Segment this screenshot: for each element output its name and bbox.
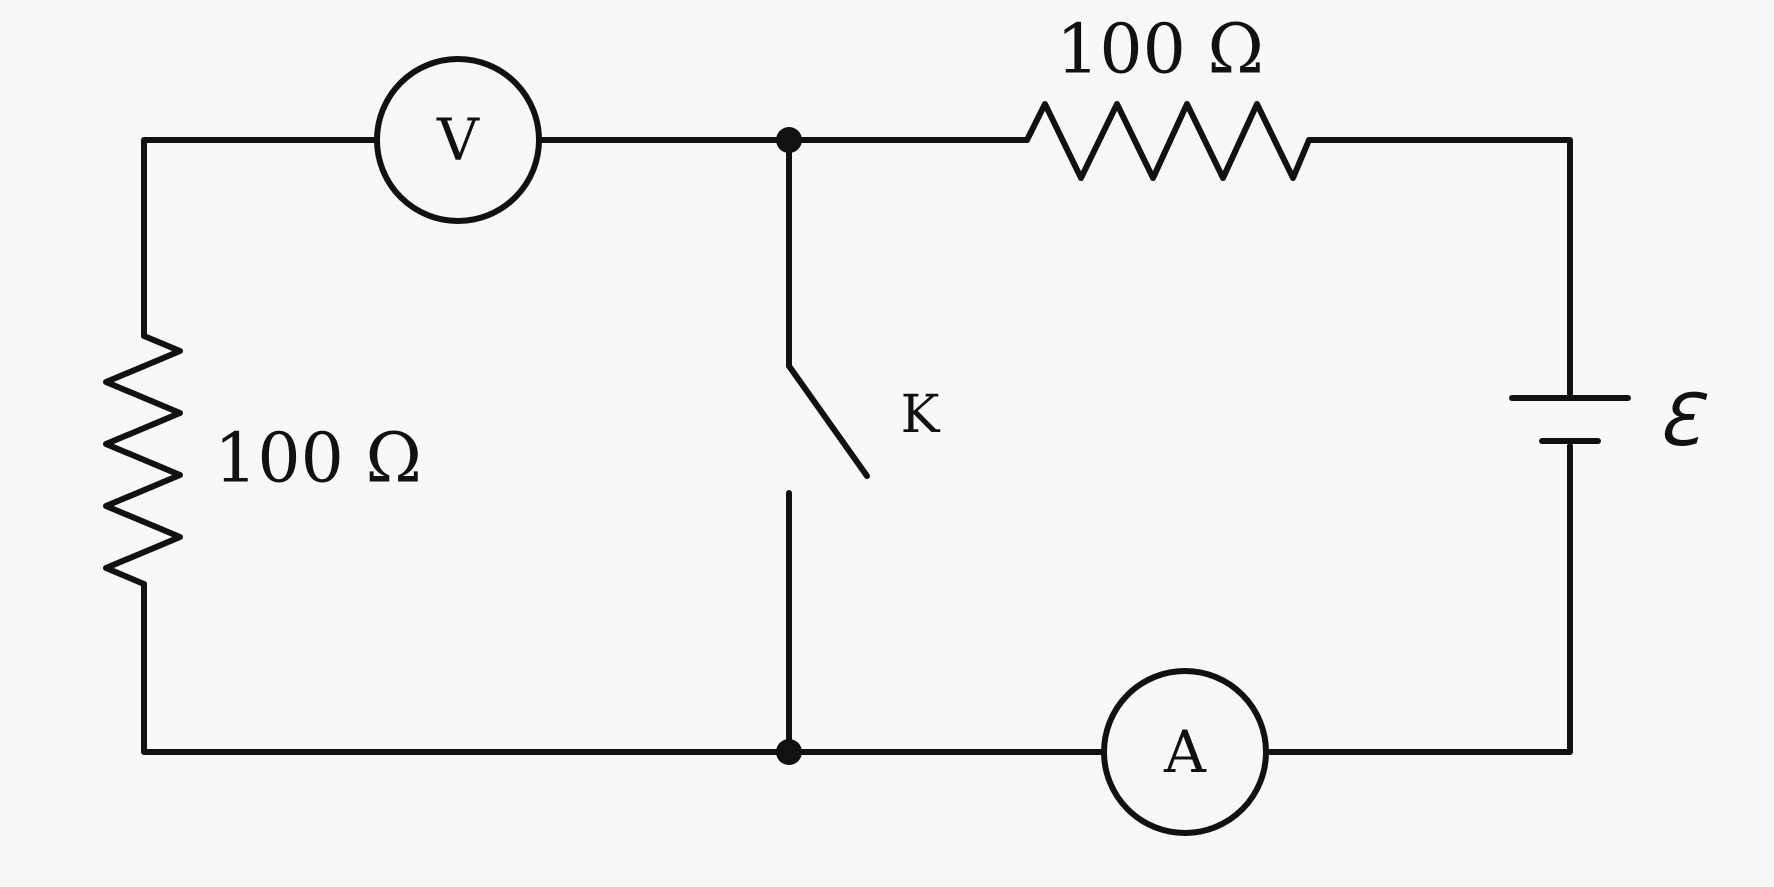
- voltmeter-label: V: [436, 106, 480, 174]
- ammeter-label: A: [1163, 718, 1207, 786]
- top-resistor-label: 100 Ω: [1056, 11, 1264, 90]
- wire-top-right: [1306, 137, 1573, 397]
- top-resistor: [1024, 101, 1312, 181]
- voltmeter: V: [374, 56, 542, 224]
- wire-bottom-left: [141, 581, 792, 755]
- switch: K: [786, 137, 941, 755]
- ammeter: A: [1101, 668, 1269, 836]
- battery: ℇ: [1509, 378, 1708, 462]
- junction-node-top: [776, 127, 802, 153]
- wire-top-left: [141, 137, 377, 339]
- switch-lever: [786, 363, 870, 479]
- left-resistor-label: 100 Ω: [214, 420, 422, 499]
- left-resistor: [103, 333, 183, 587]
- junction-node-bottom: [776, 739, 802, 765]
- switch-label: K: [901, 385, 941, 445]
- battery-emf-label: ℇ: [1656, 378, 1708, 462]
- wire-bottom-right: [1267, 443, 1573, 755]
